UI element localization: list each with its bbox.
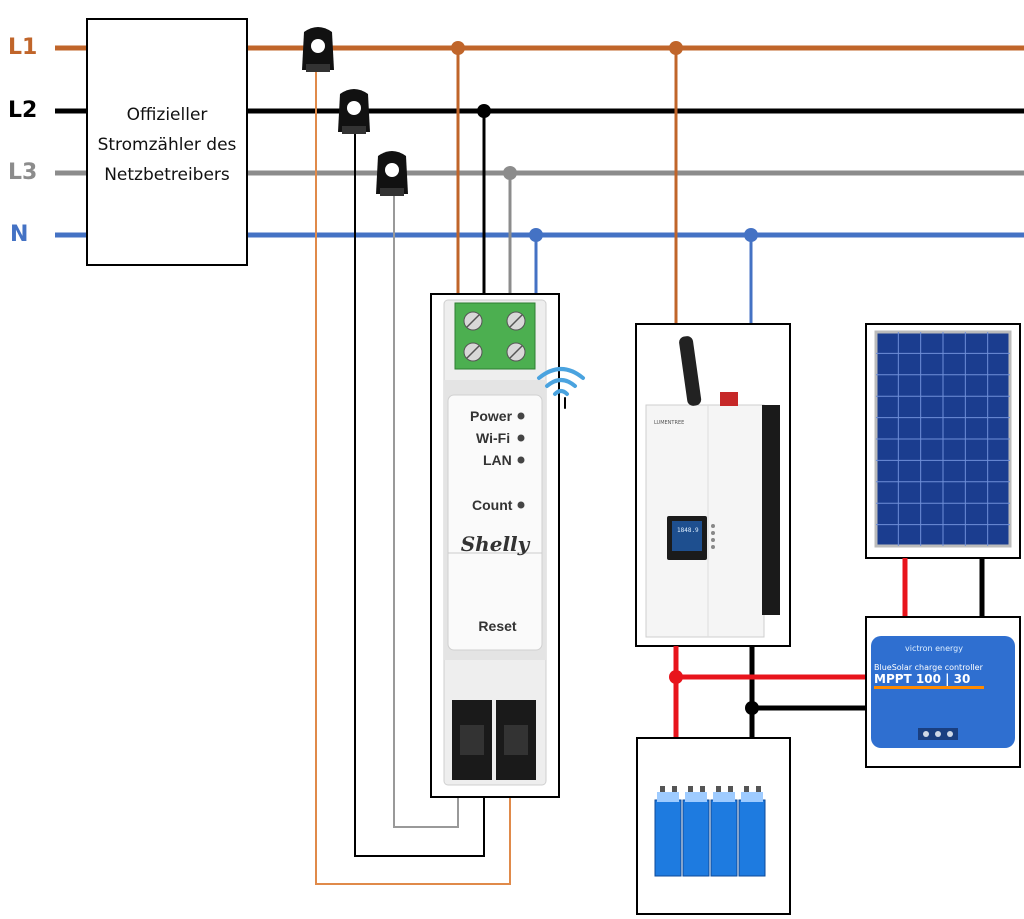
meter-label: Offizieller Stromzähler des Netzbetreibe…: [97, 105, 237, 185]
junction-l1-shelly: [451, 41, 465, 55]
shelly-device: [443, 299, 547, 786]
junction-l2-shelly: [477, 104, 491, 118]
current-clamp-icon: [302, 27, 408, 196]
junction-n-inverter: [744, 228, 758, 242]
inverter-brand: LUMENTREE: [654, 420, 685, 426]
solar-panel-icon: [874, 330, 1012, 548]
dc-wiring: [673, 558, 985, 738]
junction-dc-negative: [745, 701, 759, 715]
label-l3: L3: [8, 160, 38, 185]
junction-n-shelly: [529, 228, 543, 242]
reset-label: Reset: [478, 618, 517, 634]
led-label-count: Count: [472, 497, 513, 513]
junction-l3-shelly: [503, 166, 517, 180]
led-label-power: Power: [470, 408, 513, 424]
controller-subtitle: BlueSolar charge controller: [874, 663, 983, 672]
inverter-device: [645, 336, 780, 638]
inverter-ac-wires: [674, 48, 753, 324]
label-n: N: [10, 222, 29, 247]
junction-l1-inverter: [669, 41, 683, 55]
controller-model: MPPT 100 | 30: [874, 672, 971, 686]
label-l1: L1: [8, 35, 38, 60]
junction-dc-positive: [669, 670, 683, 684]
led-label-lan: LAN: [483, 452, 512, 468]
charge-controller-device: [871, 636, 1015, 748]
meter-box: [86, 18, 248, 266]
shelly-supply-wires: [456, 48, 538, 300]
inverter-display: 1848.9: [677, 527, 699, 534]
label-l2: L2: [8, 98, 38, 123]
shelly-brand-logo: Shelly: [460, 532, 530, 556]
controller-brand: victron energy: [905, 644, 963, 653]
led-label-wifi: Wi-Fi: [476, 430, 511, 446]
clamp-cables: [315, 70, 511, 885]
battery-icon: [654, 786, 766, 877]
